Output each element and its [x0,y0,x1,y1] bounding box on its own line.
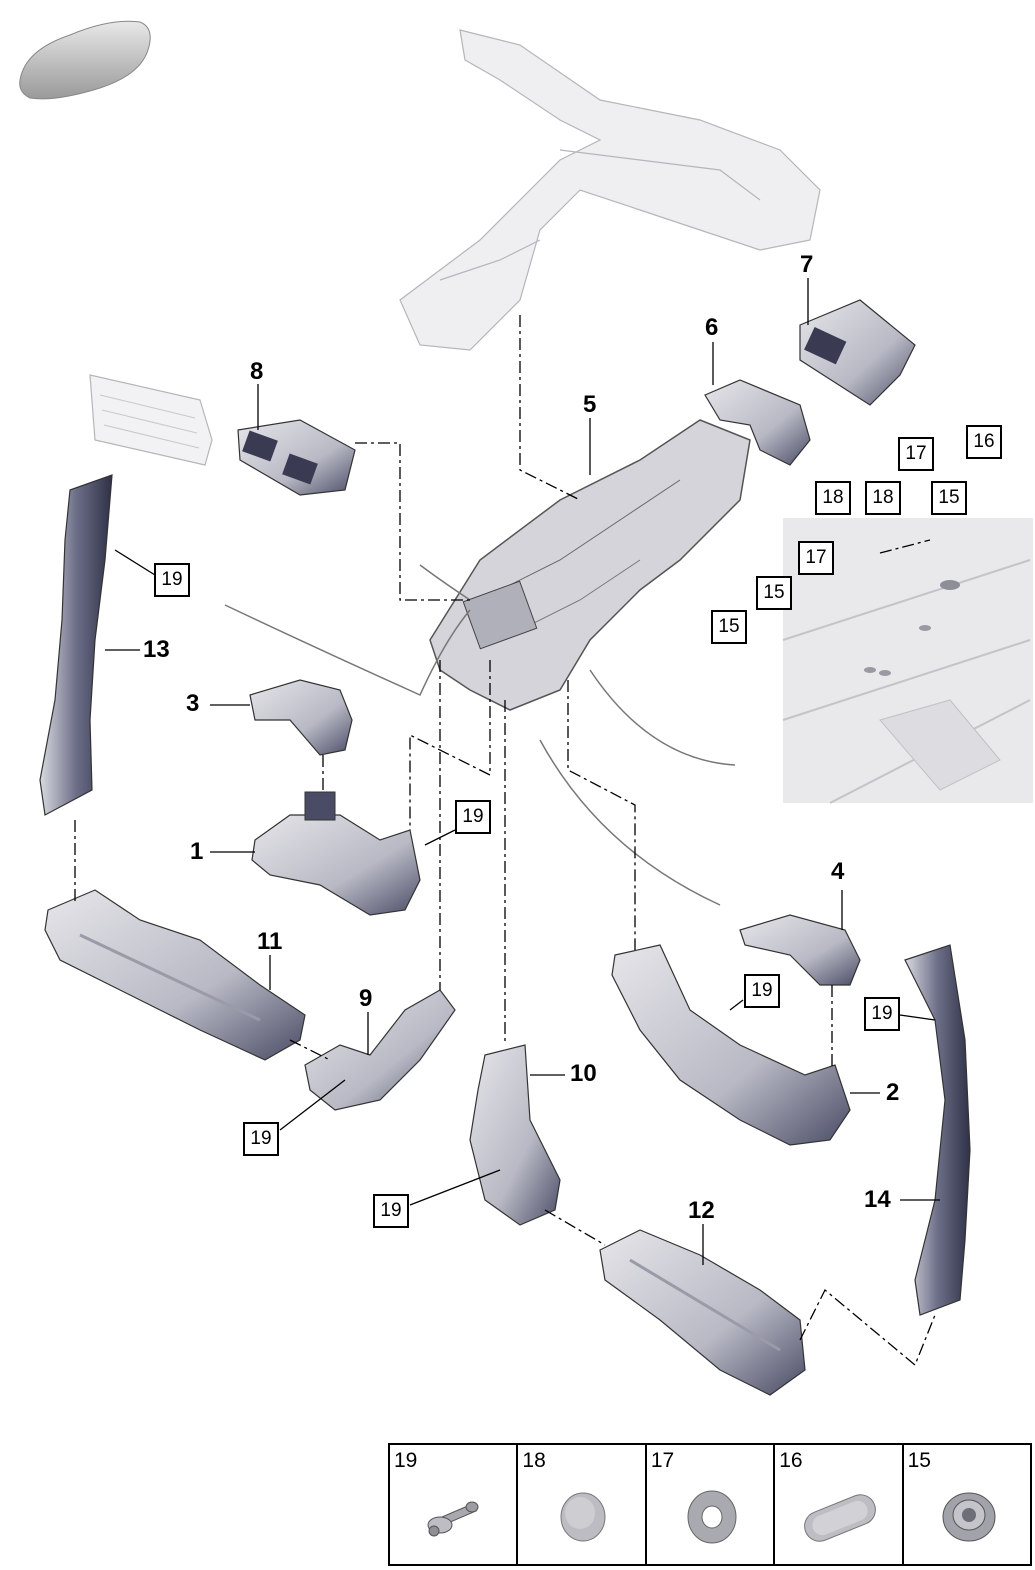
legend-item-17: 17 [647,1445,776,1564]
label-19-bottom-mid: 19 [373,1194,409,1228]
part-8-outlet-duct [237,419,356,496]
label-18-b: 18 [865,481,901,515]
fastener-legend: 19 18 17 16 15 [388,1443,1032,1566]
part-9-connector-duct [304,989,456,1111]
callout-5: 5 [583,391,597,418]
label-17-top: 17 [898,437,934,471]
legend-number: 19 [394,1449,418,1472]
legend-item-18: 18 [518,1445,647,1564]
label-15-top: 15 [931,481,967,515]
push-clip-icon [942,1492,996,1542]
part-2-floor-duct [611,944,851,1146]
legend-item-15: 15 [904,1445,1030,1564]
part-13-left-pillar-duct [39,474,113,816]
legend-item-19: 19 [390,1445,519,1564]
part-4-footwell-duct [739,914,861,986]
legend-item-16: 16 [775,1445,904,1564]
part-10-connector-duct [469,1044,561,1226]
label-19-mid: 19 [455,800,491,834]
legend-number: 16 [779,1449,803,1472]
floor-panel-inset [782,518,1033,804]
legend-number: 17 [650,1449,675,1472]
callout-13: 13 [143,636,170,663]
callout-14: 14 [864,1186,891,1213]
callout-10: 10 [570,1060,597,1087]
sensor-cables [224,564,736,906]
oval-plug-icon [804,1494,877,1542]
callout-3: 3 [186,690,200,717]
legend-number: 15 [907,1449,931,1472]
leader-lines [105,278,940,1265]
label-19-right: 19 [744,974,780,1008]
part-3-footwell-duct [249,679,353,756]
label-19-bottom-left: 19 [243,1122,279,1156]
label-18-a: 18 [815,481,851,515]
bolt-clip-icon [427,1501,479,1537]
callout-9: 9 [359,985,373,1012]
part-5-center-duct-housing [429,419,751,711]
callout-2: 2 [886,1079,900,1106]
car-thumbnail-icon [19,20,151,100]
callout-11: 11 [257,928,283,955]
ghost-dashboard-assembly [399,29,821,351]
part-1-floor-duct [251,791,421,916]
label-15-mid: 15 [756,576,792,610]
callout-1: 1 [190,838,204,865]
plug-cap-icon [560,1492,606,1542]
callout-8: 8 [250,358,264,385]
assembly-lines [74,315,936,1367]
ghost-vent-grille [89,374,213,466]
callout-6: 6 [705,314,719,341]
callout-7: 7 [800,251,814,278]
label-17-mid: 17 [798,541,834,575]
label-19-left: 19 [154,563,190,597]
part-7-outlet-duct [799,299,916,406]
grommet-ring-icon [687,1490,737,1544]
part-12-rear-floor-duct [599,1229,806,1396]
label-16: 16 [966,425,1002,459]
callout-4: 4 [831,858,845,885]
label-15-low: 15 [711,610,747,644]
part-14-right-pillar-duct [904,944,971,1316]
part-6-outlet-duct [704,379,811,466]
label-19-far-right: 19 [864,997,900,1031]
callout-12: 12 [688,1197,715,1224]
legend-number: 18 [522,1449,546,1472]
part-11-rear-floor-duct [44,889,306,1061]
